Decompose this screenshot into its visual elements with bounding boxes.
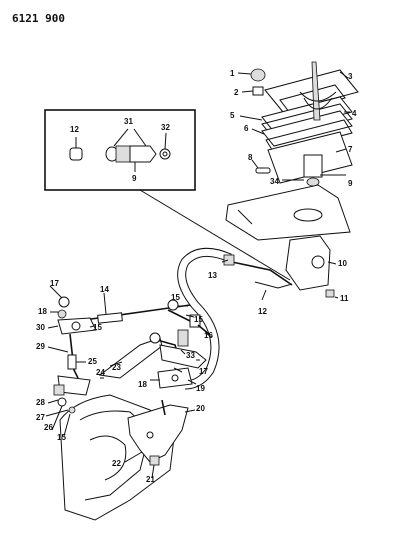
shifter-assembly: 1 2 3 4 5 6 7 8 9 34 10 11 (225, 61, 359, 303)
callout-16: 16 (204, 331, 213, 340)
callout-18-right: 18 (138, 380, 147, 389)
callout-4: 4 (352, 109, 357, 118)
callout-3: 3 (348, 72, 353, 81)
callout-24: 24 (96, 368, 105, 377)
support-bracket (127, 404, 189, 463)
callout-2: 2 (234, 88, 239, 97)
callout-17-left: 17 (50, 279, 59, 288)
diagram-code: 6121 900 (12, 12, 65, 25)
callout-12-main: 12 (258, 307, 267, 316)
callout-15-left: 15 (93, 323, 102, 332)
callout-22: 22 (112, 459, 121, 468)
right-lever (159, 344, 207, 369)
callout-6: 6 (244, 124, 249, 133)
shift-cable: 13 12 (177, 247, 293, 390)
callout-13: 13 (208, 271, 217, 280)
callout-28: 28 (36, 398, 45, 407)
transmission-housing (59, 394, 176, 521)
callout-31: 31 (124, 117, 133, 126)
callout-25: 25 (88, 357, 97, 366)
linkage-assembly: 14 15 15 15 15 16 17 17 18 18 19 20 21 2… (36, 279, 213, 521)
bracket-nut (325, 289, 335, 298)
cable-grommet (223, 254, 235, 266)
callout-15-lower: 15 (57, 433, 66, 442)
washer-upper (58, 296, 70, 308)
callout-32: 32 (161, 123, 170, 132)
inset-leader-line (139, 189, 291, 281)
callout-14: 14 (100, 285, 109, 294)
callout-20: 20 (196, 404, 205, 413)
shifter-bracket (285, 235, 331, 291)
left-lever (57, 317, 97, 335)
callout-15-upper: 15 (171, 293, 180, 302)
inset-lever-end (129, 145, 157, 163)
callout-30: 30 (36, 323, 45, 332)
callout-18-left: 18 (38, 307, 47, 316)
callout-19: 19 (196, 384, 205, 393)
inset-clip (159, 148, 171, 160)
callout-8: 8 (248, 153, 253, 162)
callout-10: 10 (338, 259, 347, 268)
pivot-pin (255, 167, 271, 174)
floor-pan (225, 184, 351, 241)
callout-11: 11 (340, 294, 349, 303)
bracket-nut-lower (149, 455, 160, 466)
left-lever-shaft (69, 333, 79, 379)
callout-34: 34 (270, 177, 279, 186)
callout-1: 1 (230, 69, 235, 78)
inset-frame (44, 109, 196, 191)
center-lever (98, 337, 163, 379)
callout-12: 12 (70, 125, 79, 134)
callout-5: 5 (230, 111, 235, 120)
callout-26: 26 (44, 423, 53, 432)
knob-nut (252, 86, 264, 96)
callout-9: 9 (132, 174, 137, 183)
callout-33: 33 (186, 351, 195, 360)
shift-knob (250, 68, 266, 82)
callout-15-right: 15 (194, 315, 203, 324)
callout-23: 23 (112, 363, 121, 372)
callout-7: 7 (348, 145, 353, 154)
callout-17-right: 17 (199, 367, 208, 376)
rod-adjuster (97, 312, 123, 324)
inset-bushing (69, 147, 83, 161)
inset-bushing-center (115, 145, 131, 163)
lower-right-bracket (157, 367, 193, 389)
callout-29: 29 (36, 342, 45, 351)
callout-9-main: 9 (348, 179, 353, 188)
callout-27: 27 (36, 413, 45, 422)
callout-21: 21 (146, 475, 155, 484)
lever-pivot (303, 154, 323, 178)
detail-inset: 12 31 32 9 (44, 109, 196, 191)
